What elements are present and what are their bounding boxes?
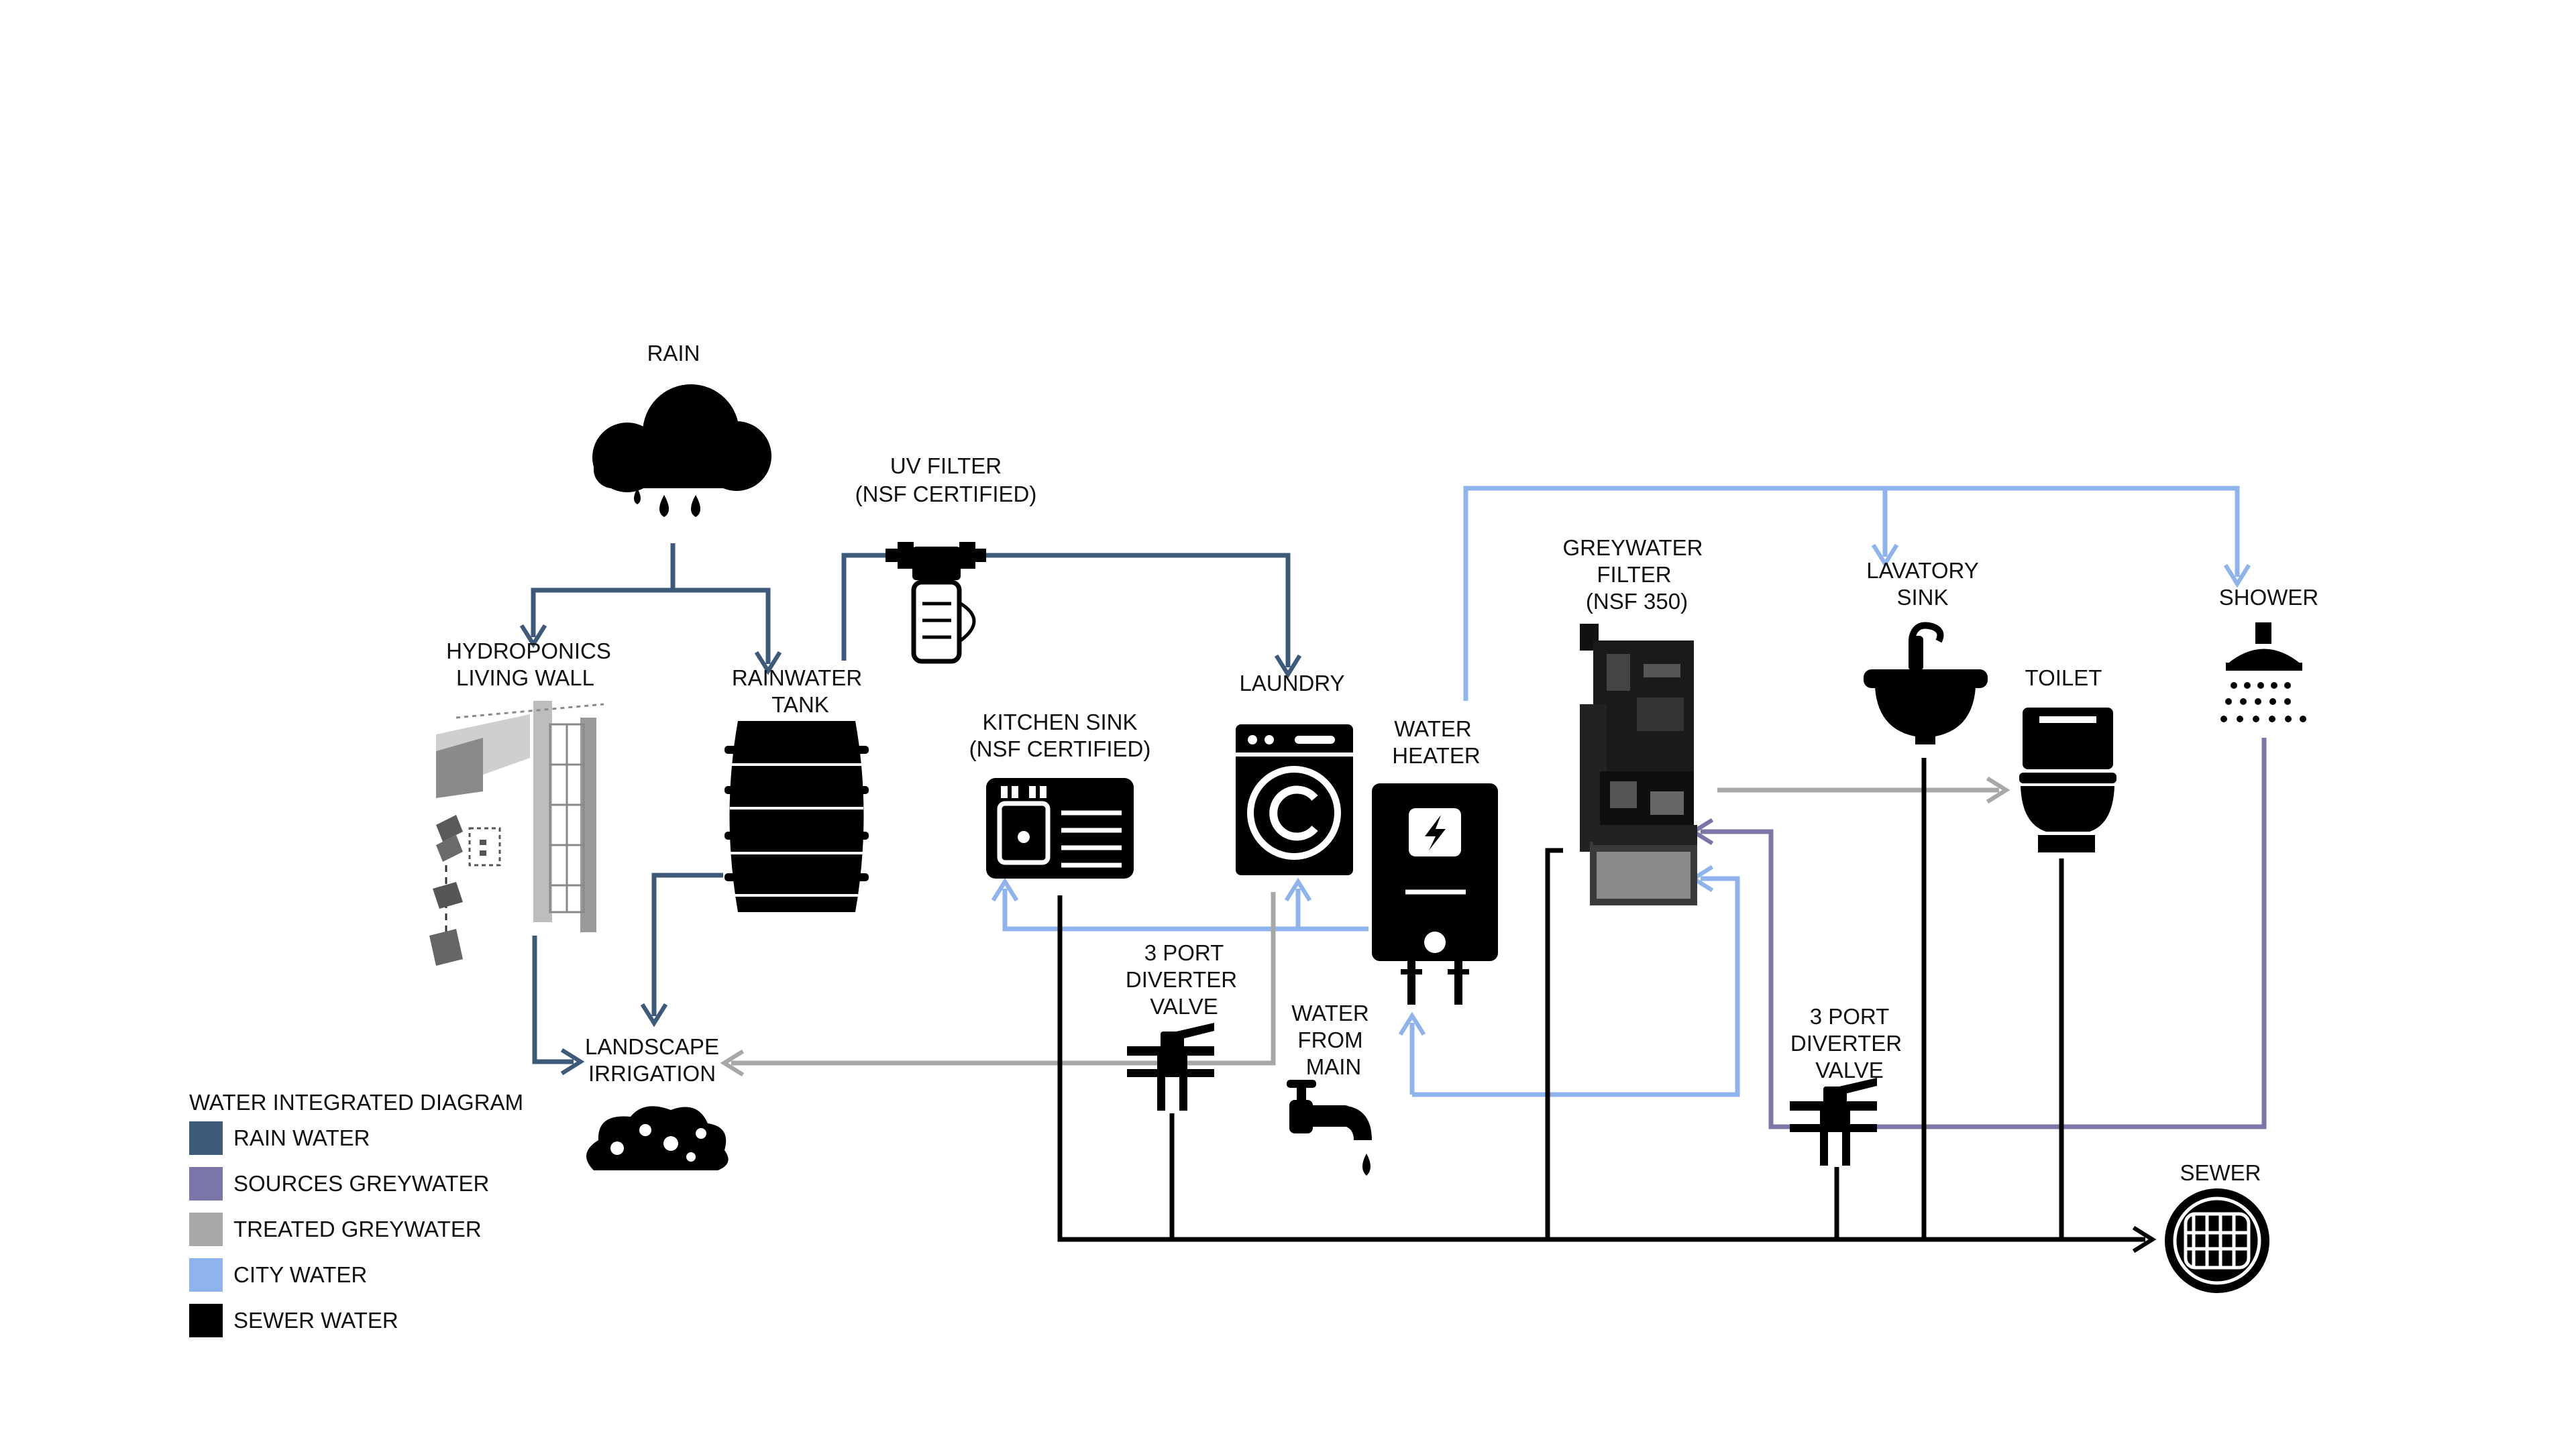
laundry-label: LAUNDRY — [1239, 671, 1344, 695]
filter-to-sewer-pipe — [1545, 848, 1563, 1239]
water-from-main-label-2: FROM — [1297, 1027, 1362, 1052]
faucet-icon — [1287, 1080, 1372, 1176]
tank-to-irrigation-pipe — [640, 873, 723, 1027]
legend-swatch-sewer-water — [189, 1304, 223, 1337]
uv-filter-icon — [885, 542, 986, 664]
legend-label-sources-greywater: SOURCES GREYWATER — [233, 1171, 489, 1196]
legend-title: WATER INTEGRATED DIAGRAM — [189, 1090, 523, 1115]
lavatory-sink-icon — [1864, 622, 1988, 744]
rain-water-pipes — [519, 543, 1302, 1076]
rain-to-hydroponics-pipe — [519, 543, 676, 649]
shower-to-filter-pipe — [1689, 738, 2267, 1129]
toilet-label: TOILET — [2025, 665, 2102, 690]
water-heater-icon — [1372, 783, 1498, 1005]
heater-to-kitchen-sink-pipe — [991, 877, 1368, 932]
hydroponics-label-1: HYDROPONICS — [446, 638, 611, 663]
lavatory-sink-label-2: SINK — [1896, 585, 1948, 610]
rain-to-tank-pipe — [673, 588, 782, 675]
barrel-tank-icon — [724, 721, 869, 912]
water-heater-label-2: HEATER — [1392, 743, 1480, 768]
uv-filter-label-2: (NSF CERTIFIED) — [855, 482, 1037, 506]
shower-label: SHOWER — [2219, 585, 2319, 610]
legend-swatch-city-water — [189, 1258, 223, 1292]
greywater-filter-label-1: GREYWATER — [1562, 535, 1703, 560]
rain-label: RAIN — [647, 341, 700, 366]
water-heater-label-1: WATER — [1394, 716, 1471, 741]
washing-machine-icon — [1236, 724, 1353, 875]
sewer-label: SEWER — [2180, 1160, 2261, 1185]
diverter-valve-icon — [1127, 1023, 1214, 1111]
legend-swatch-rain — [189, 1121, 223, 1155]
legend-label-treated-greywater: TREATED GREYWATER — [233, 1217, 482, 1241]
landscape-irrigation-label-2: IRRIGATION — [588, 1061, 716, 1086]
kitchen-sink-label-1: KITCHEN SINK — [982, 710, 1137, 734]
diverter-1-label-3: VALVE — [1150, 994, 1218, 1019]
diverter-valve-2-icon — [1790, 1078, 1877, 1166]
greywater-filter-label-3: (NSF 350) — [1586, 589, 1688, 614]
sewer-main-pipe — [1057, 895, 2157, 1254]
uv-filter-label-1: UV FILTER — [890, 453, 1002, 478]
shower-head-icon — [2220, 622, 2306, 722]
shrub-icon — [586, 1106, 729, 1170]
diverter-1-label-1: 3 PORT — [1144, 940, 1224, 965]
diverter-2-label-2: DIVERTER — [1790, 1031, 1902, 1056]
lavatory-sink-label-1: LAVATORY — [1866, 558, 1979, 583]
tank-to-uv-filter-pipe — [841, 553, 1302, 679]
diverter-2-label-3: VALVE — [1815, 1058, 1884, 1082]
rainwater-tank-label-1: RAINWATER — [732, 665, 862, 690]
landscape-irrigation-label-1: LANDSCAPE — [585, 1034, 719, 1059]
treated-greywater-pipes — [720, 776, 2010, 1077]
greywater-filter-label-2: FILTER — [1597, 562, 1671, 587]
sources-greywater-pipes — [1689, 738, 2267, 1129]
legend-label-rain: RAIN WATER — [233, 1125, 370, 1150]
legend-swatch-sources-greywater — [189, 1167, 223, 1201]
rain-cloud-icon — [592, 384, 771, 517]
legend: WATER INTEGRATED DIAGRAM RAIN WATER SOUR… — [189, 1090, 523, 1337]
diverter-1-label-2: DIVERTER — [1126, 967, 1237, 992]
sewer-grate-icon — [2165, 1188, 2269, 1293]
laundry-to-irrigation-pipe — [720, 892, 1276, 1077]
hydroponics-label-2: LIVING WALL — [456, 665, 594, 690]
living-wall-icon — [429, 701, 604, 966]
sewer-water-pipes — [1057, 758, 2157, 1254]
heater-to-fixtures-pipe — [1463, 486, 2251, 701]
legend-label-city-water: CITY WATER — [233, 1262, 367, 1287]
city-water-pipes — [991, 486, 2251, 1097]
water-from-main-label-3: MAIN — [1306, 1054, 1362, 1079]
main-to-greywater-filter-pipe — [1412, 865, 1740, 1097]
legend-label-sewer-water: SEWER WATER — [233, 1308, 398, 1333]
water-from-main-label-1: WATER — [1291, 1001, 1368, 1025]
toilet-icon — [2019, 708, 2116, 852]
greywater-filter-icon — [1580, 624, 1697, 905]
living-wall-to-irrigation-pipe — [532, 936, 585, 1076]
legend-swatch-treated-greywater — [189, 1213, 223, 1246]
diverter-2-label-1: 3 PORT — [1810, 1004, 1890, 1029]
kitchen-sink-label-2: (NSF CERTIFIED) — [969, 736, 1151, 761]
kitchen-sink-icon — [986, 778, 1134, 879]
rainwater-tank-label-2: TANK — [771, 692, 829, 717]
